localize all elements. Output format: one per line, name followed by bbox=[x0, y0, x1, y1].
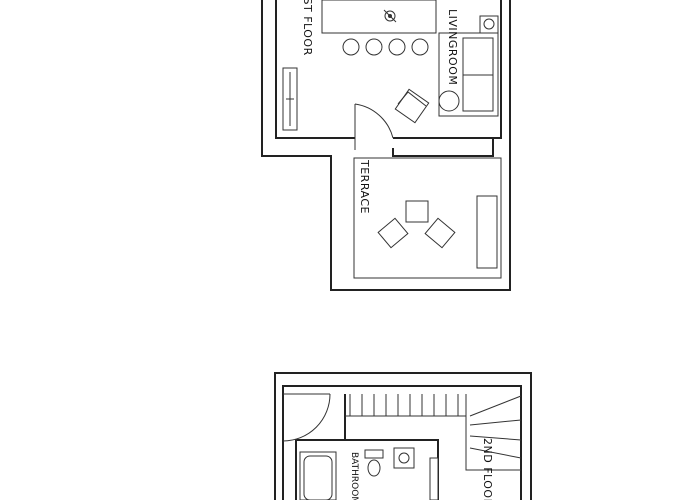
armchair bbox=[394, 88, 430, 124]
stove-icon bbox=[383, 9, 397, 23]
lamp-icon bbox=[438, 90, 460, 112]
terrace-label: TERRACE bbox=[358, 159, 371, 214]
second-floor-plan: 2ND FLOOR BATHROOM bbox=[274, 372, 532, 500]
bathroom-label: BATHROOM bbox=[349, 452, 359, 500]
terrace-side-table bbox=[405, 200, 429, 223]
terrace-area bbox=[353, 157, 502, 279]
sink-icon bbox=[393, 447, 415, 469]
door-2nd bbox=[282, 393, 331, 442]
bar-stools bbox=[342, 38, 429, 56]
first-floor-inner-wall bbox=[275, 0, 355, 139]
toilet-icon bbox=[364, 449, 384, 477]
second-floor-inner-wall bbox=[282, 385, 522, 500]
staircase bbox=[345, 394, 522, 471]
terrace-chair-left bbox=[377, 217, 409, 249]
tv-unit bbox=[479, 15, 499, 34]
first-floor-outer-wall bbox=[261, 0, 511, 291]
bathroom-cabinet bbox=[429, 457, 439, 500]
kitchen-counter bbox=[321, 0, 437, 34]
first-floor-plan: 1ST FLOOR LIVINGROOM TERRACE bbox=[261, 0, 511, 291]
first-floor-label: 1ST FLOOR bbox=[301, 0, 314, 56]
inner-wall-right bbox=[393, 0, 502, 139]
door bbox=[354, 103, 394, 150]
terrace-bench bbox=[476, 195, 498, 269]
second-floor-label: 2ND FLOOR bbox=[481, 438, 494, 500]
bathtub bbox=[299, 451, 337, 500]
terrace-chair-right bbox=[424, 217, 456, 249]
terrace-divider-wall bbox=[392, 138, 494, 157]
wall-ladder bbox=[282, 67, 298, 131]
livingroom-label: LIVINGROOM bbox=[446, 9, 459, 85]
second-floor-outer-wall bbox=[274, 372, 532, 500]
